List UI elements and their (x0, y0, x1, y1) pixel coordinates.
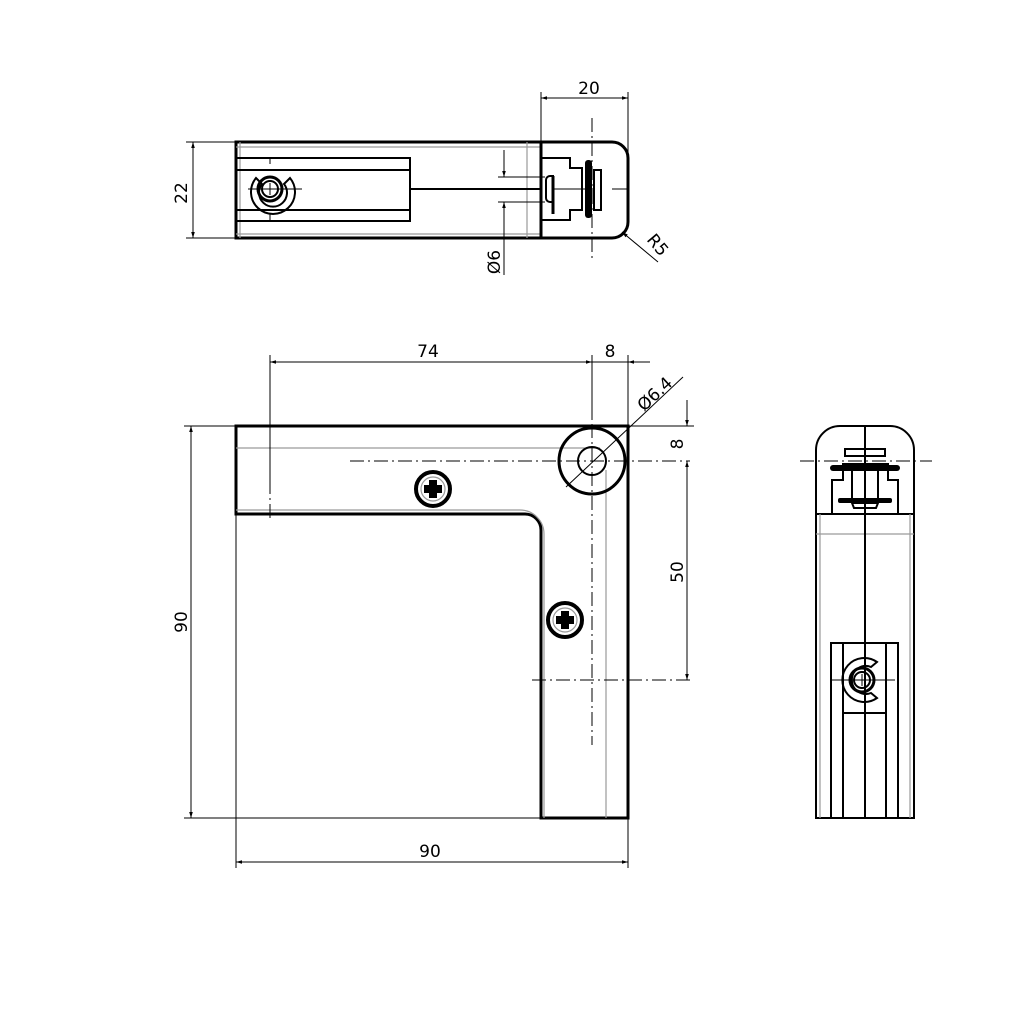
pin-icon (830, 448, 900, 514)
dim-overall-height: 90 (172, 611, 192, 633)
dim-pin-offset-x: 8 (605, 342, 616, 362)
dim-cap-width-20: 20 (578, 79, 600, 99)
screw-icon (546, 601, 584, 639)
dim-height-22: 22 (172, 182, 192, 204)
dim-pin-offset-y: 8 (668, 439, 688, 450)
dim-inner-offset: 74 (417, 342, 439, 362)
pin-icon (541, 157, 602, 221)
cam-lock-icon (832, 657, 895, 703)
screw-icon (414, 470, 452, 508)
dim-hole-diameter: Ø6.4 (634, 373, 677, 415)
top-end-cap (539, 140, 630, 240)
side-cap-outline (815, 425, 915, 515)
front-l-outline (234, 424, 630, 820)
top-view: 22 20 Ø6 R5 (172, 79, 672, 275)
dim-screw-spacing: 50 (668, 561, 688, 583)
front-view: 90 90 74 8 Ø6.4 8 50 (172, 342, 694, 868)
side-view (800, 425, 932, 819)
dim-overall-width: 90 (419, 842, 441, 862)
cam-lock-icon (248, 158, 302, 221)
dim-corner-radius: R5 (642, 230, 672, 260)
pivot-hole-icon (557, 426, 627, 496)
dim-pin-diameter: Ø6 (485, 250, 505, 274)
